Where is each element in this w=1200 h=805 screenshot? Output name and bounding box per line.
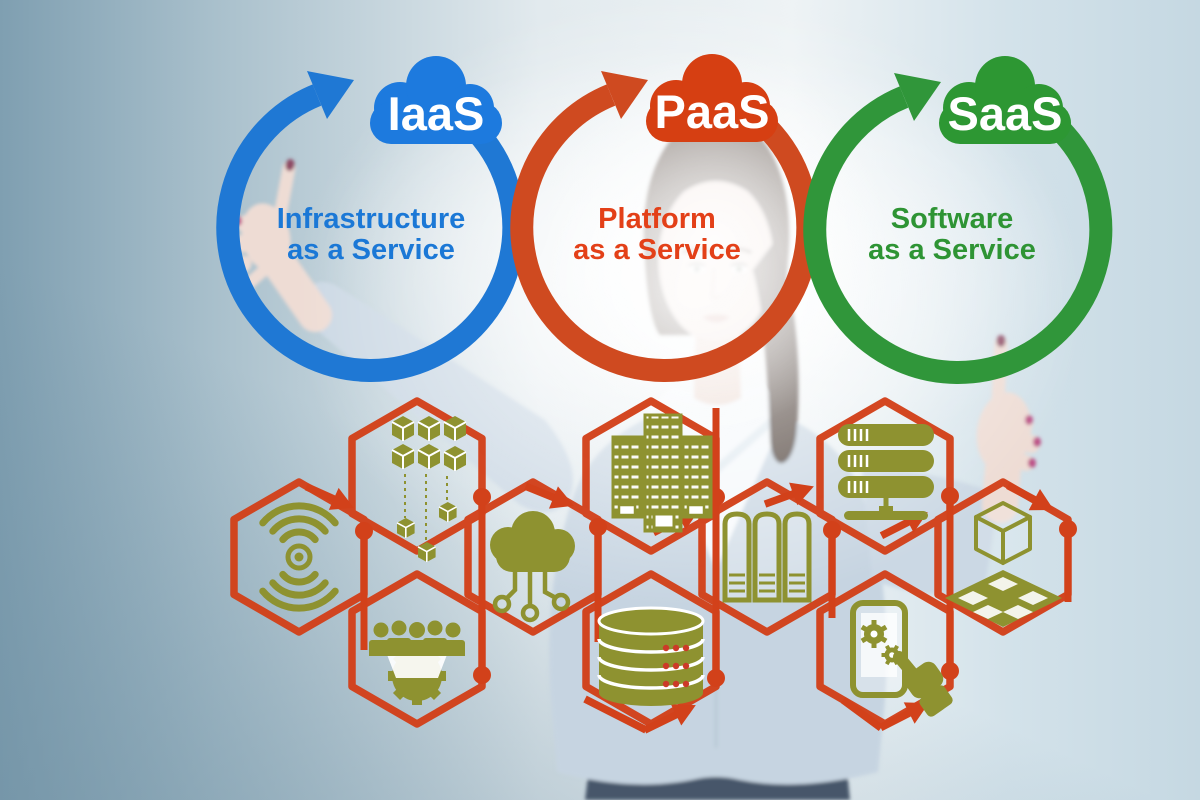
binders-icon bbox=[722, 511, 812, 603]
service-rings bbox=[216, 71, 1113, 384]
cloud-circuit-icon bbox=[490, 511, 575, 623]
cloud-badges: IaaS PaaS SaaS bbox=[370, 54, 1071, 144]
paas-title-line2: as a Service bbox=[573, 234, 741, 266]
paas-label: PaaS bbox=[655, 85, 770, 138]
iaas-label: IaaS bbox=[388, 87, 485, 140]
saas-ring bbox=[803, 73, 1113, 384]
paas-arrowhead-icon bbox=[601, 71, 648, 119]
face-glow bbox=[545, 50, 885, 430]
hex-cubes bbox=[348, 397, 486, 555]
office-building-icon bbox=[611, 413, 713, 533]
hex-servers bbox=[816, 397, 954, 555]
saas-title-line2: as a Service bbox=[868, 234, 1036, 266]
hexagon-network bbox=[230, 397, 1077, 734]
iaas-ring bbox=[216, 71, 526, 382]
hex-cube-ar bbox=[934, 478, 1072, 636]
paas-ring bbox=[510, 71, 820, 382]
circuit-stems bbox=[360, 408, 1072, 678]
saas-title-line1: Software bbox=[891, 203, 1013, 235]
iaas-cloud-icon: IaaS bbox=[370, 56, 502, 144]
wireless-signal-icon bbox=[259, 502, 339, 612]
circuit-nodes bbox=[355, 487, 1077, 687]
database-icon bbox=[597, 606, 705, 706]
server-rack-icon bbox=[838, 424, 934, 520]
saas-label: SaaS bbox=[948, 87, 1063, 140]
saas-cloud-icon: SaaS bbox=[939, 56, 1071, 144]
cube-platform-icon bbox=[945, 501, 1062, 627]
team-gear-icon bbox=[369, 620, 465, 705]
iaas-title-line2: as a Service bbox=[287, 234, 455, 266]
flow-arrows bbox=[304, 482, 1054, 734]
paas-title-line1: Platform bbox=[598, 203, 716, 235]
iaas-arrowhead-icon bbox=[307, 71, 354, 119]
paas-cloud-icon: PaaS bbox=[646, 54, 778, 142]
service-titles: Infrastructure as a Service Platform as … bbox=[277, 203, 1036, 266]
saas-arrowhead-icon bbox=[894, 73, 941, 121]
mobile-apps-icon bbox=[850, 600, 953, 717]
falling-cubes-icon bbox=[391, 416, 467, 563]
iaas-title-line1: Infrastructure bbox=[277, 203, 466, 235]
